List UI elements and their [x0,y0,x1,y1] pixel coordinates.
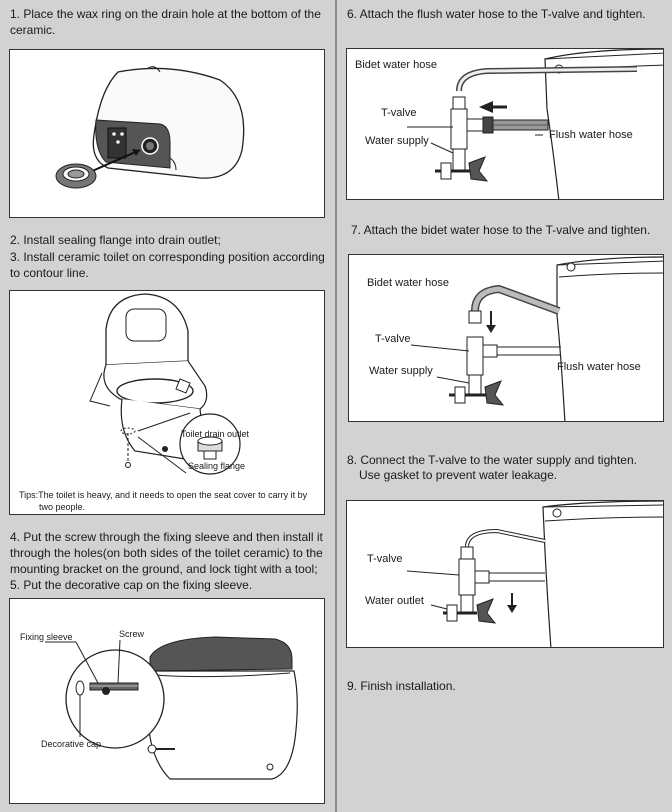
step-9-text: 9. Finish installation. [347,679,456,693]
step-2-text: 2. Install sealing flange into drain out… [10,233,221,247]
fixing-screw-drawing [45,636,298,780]
fixing-sleeve-label: Fixing sleeve [20,632,73,642]
screw-label: Screw [119,629,145,639]
step-6-illustration: Bidet water hose T-valve Water supply Fl… [346,48,664,200]
step-5-text: 5. Put the decorative cap on the fixing … [10,578,253,592]
column-divider [335,0,337,812]
step-7-illustration: Bidet water hose T-valve Water supply Fl… [348,254,664,422]
toilet-underside-drawing [55,66,245,189]
bidet-hose-drawing [410,256,663,421]
step-1-text: 1. Place the wax ring on the drain hole … [10,7,321,37]
step-7-text: 7. Attach the bidet water hose to the T-… [351,223,651,237]
water-supply-label: Water supply [365,135,429,147]
step-1-illustration [9,49,325,218]
t-valve-label: T-valve [367,553,403,565]
tips-text: Tips:The toilet is heavy, and it needs t… [19,489,319,513]
tips-line-2: two people. [39,502,86,512]
step-8-text-line-2: Use gasket to prevent water leakage. [359,468,558,482]
step-6-text: 6. Attach the flush water hose to the T-… [347,7,646,21]
tips-line-1: Tips:The toilet is heavy, and it needs t… [19,490,308,500]
water-supply-label: Water supply [369,365,433,377]
step-3-text: 3. Install ceramic toilet on correspondi… [10,250,325,280]
flush-water-hose-label: Flush water hose [557,361,641,373]
flush-hose-drawing [407,49,663,199]
decorative-cap-label: Decorative cap [41,739,102,749]
water-outlet-label: Water outlet [365,595,424,607]
step-8-text-line-1: 8. Connect the T-valve to the water supp… [347,453,637,467]
flush-water-hose-label: Flush water hose [549,129,633,141]
sealing-flange-label: Sealing flange [188,461,246,471]
t-valve-label: T-valve [381,107,417,119]
t-valve-label: T-valve [375,333,411,345]
step-8-illustration: T-valve Water outlet [346,500,664,648]
toilet-drain-outlet-label: Toilet drain outlet [181,429,250,439]
step-4-5-illustration: Fixing sleeve Screw Decorative cap [9,598,325,804]
step-2-3-illustration: Toilet drain outlet Sealing flange Tips:… [9,290,325,515]
bidet-water-hose-label: Bidet water hose [355,59,437,71]
bidet-water-hose-label: Bidet water hose [367,277,449,289]
water-supply-drawing [406,501,663,647]
toilet-placement-drawing [89,293,241,475]
step-4-text: 4. Put the screw through the fixing slee… [10,530,323,576]
